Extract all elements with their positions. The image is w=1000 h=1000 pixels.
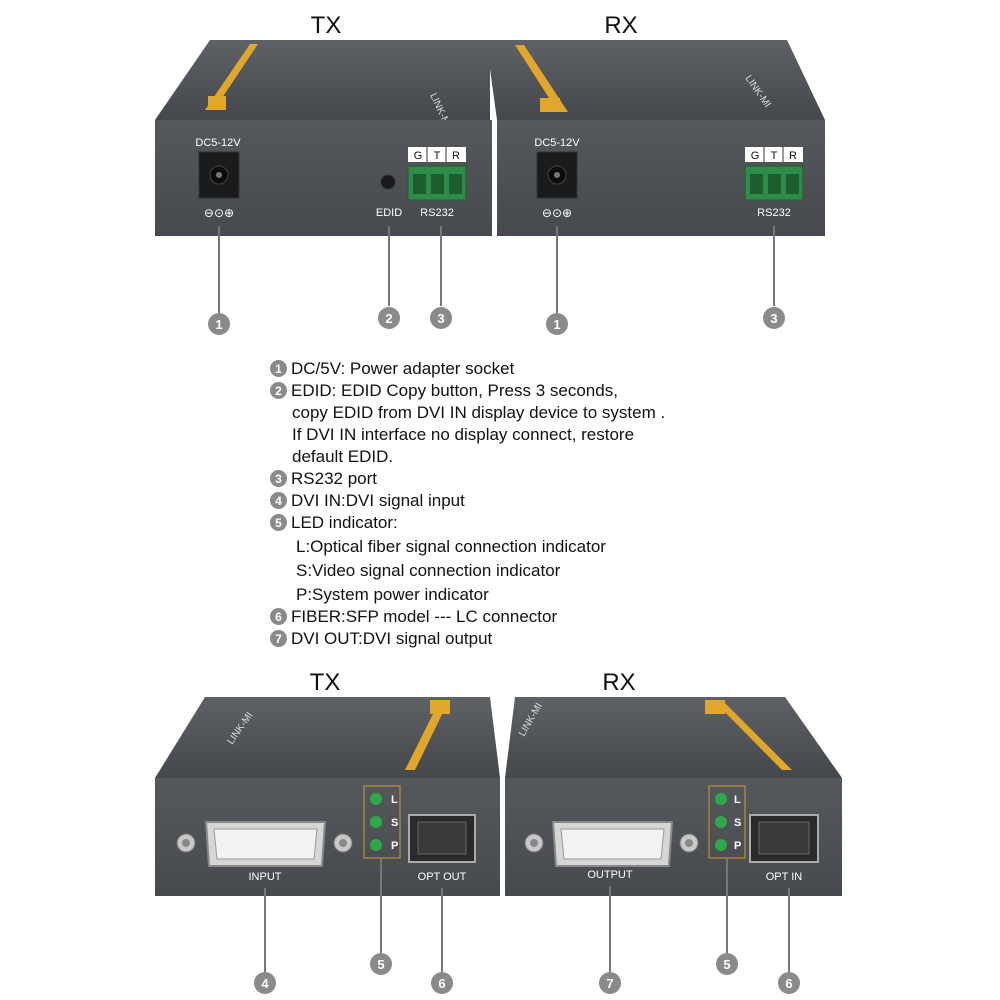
bottom-tx-led-s-label: S (391, 817, 398, 829)
top-callout-2: 2 (385, 311, 392, 326)
legend-line: LED indicator: (291, 513, 398, 532)
legend-line: S:Video signal connection indicator (296, 561, 561, 580)
bottom-tx-led-l-label: L (391, 794, 398, 806)
bottom-tx-unit: LINK-MI INPUT L S P OPT OUT (155, 697, 500, 896)
top-tx-pin-r: R (452, 150, 460, 162)
top-callout-1-tx: 1 (215, 317, 222, 332)
legend-line: EDID: EDID Copy button, Press 3 seconds, (291, 381, 618, 400)
bottom-rx-led-s (715, 816, 727, 828)
top-tx-title: TX (311, 12, 342, 39)
top-rx-power-label: DC5-12V (534, 137, 580, 149)
top-rx-polarity-icon: ⊖⊙⊕ (542, 206, 572, 220)
bottom-tx-dvi-port (176, 821, 353, 867)
legend-line: P:System power indicator (296, 585, 489, 604)
top-tx-polarity-icon: ⊖⊙⊕ (204, 206, 234, 220)
legend-item-3: 3 RS232 port (270, 468, 790, 490)
bottom-rx-output-label: OUTPUT (587, 869, 633, 881)
bottom-leader-lines (264, 858, 790, 972)
legend-line: copy EDID from DVI IN display device to … (292, 403, 666, 422)
bottom-rx-unit: LINK-MI OUTPUT L S P OPT IN (505, 697, 842, 896)
legend-line: DC/5V: Power adapter socket (291, 359, 515, 378)
legend-item-4: 4 DVI IN:DVI signal input (270, 490, 790, 512)
legend-line: FIBER:SFP model --- LC connector (291, 607, 558, 626)
bottom-rx-led-l (715, 793, 727, 805)
bottom-callout-5-tx: 5 (377, 957, 384, 972)
legend-item-6: 6 FIBER:SFP model --- LC connector (270, 606, 790, 628)
top-callouts: 1 2 3 1 3 (208, 307, 785, 335)
top-tx-pin-t: T (434, 150, 441, 162)
bottom-tx-led-p (370, 839, 382, 851)
bottom-tx-opt-out-label: OPT OUT (418, 871, 467, 883)
legend-item-1: 1 DC/5V: Power adapter socket (270, 358, 790, 380)
top-tx-power-label: DC5-12V (195, 137, 241, 149)
legend-line: DVI IN:DVI signal input (291, 491, 465, 510)
bottom-rx-title: RX (602, 669, 635, 696)
top-rx-pin-g: G (751, 150, 760, 162)
top-leader-lines (218, 226, 775, 313)
top-callout-3-rx: 3 (770, 311, 777, 326)
legend-line: DVI OUT:DVI signal output (291, 629, 493, 648)
bottom-rx-led-s-label: S (734, 817, 741, 829)
bottom-tx-input-label: INPUT (249, 871, 282, 883)
bottom-rx-dvi-port (524, 821, 699, 867)
bottom-rx-led-p-label: P (734, 840, 741, 852)
bottom-rx-led-l-label: L (734, 794, 741, 806)
legend-num-7: 7 (270, 630, 287, 647)
top-tx-edid-button (380, 174, 396, 190)
legend-line: default EDID. (292, 447, 394, 466)
bottom-callout-5-rx: 5 (723, 957, 730, 972)
bottom-rx-led-p (715, 839, 727, 851)
top-tx-pin-g: G (414, 150, 423, 162)
legend-num-5: 5 (270, 514, 287, 531)
bottom-callout-4: 4 (261, 976, 269, 991)
top-rx-pin-t: T (771, 150, 778, 162)
top-rx-unit: LINK-MI DC5-12V ⊖⊙⊕ G T R RS232 (486, 40, 825, 236)
top-rx-pin-r: R (789, 150, 797, 162)
top-rx-title: RX (604, 12, 637, 39)
top-tx-unit: LINK-MI DC5-12V ⊖⊙⊕ EDID G T R RS232 (155, 40, 492, 236)
bottom-tx-led-p-label: P (391, 840, 398, 852)
top-callout-3-tx: 3 (437, 311, 444, 326)
top-tx-label-stripe (205, 44, 258, 110)
legend-line: If DVI IN interface no display connect, … (292, 425, 635, 444)
legend-num-3: 3 (270, 470, 287, 487)
legend-num-1: 1 (270, 360, 287, 377)
bottom-tx-title: TX (310, 669, 341, 696)
bottom-callout-7: 7 (606, 976, 613, 991)
top-tx-rs232-label: RS232 (420, 207, 454, 219)
bottom-rx-label-stripe (713, 700, 792, 770)
top-rx-label-stripe (515, 45, 568, 112)
legend: 1 DC/5V: Power adapter socket 2 EDID: ED… (270, 358, 790, 650)
top-rx-power-socket (536, 151, 578, 199)
bottom-callouts: 4 5 6 7 5 6 (254, 953, 800, 994)
bottom-callout-6-tx: 6 (438, 976, 445, 991)
legend-item-2: 2 EDID: EDID Copy button, Press 3 second… (270, 380, 790, 402)
bottom-tx-led-s (370, 816, 382, 828)
legend-num-2: 2 (270, 382, 287, 399)
legend-item-7: 7 DVI OUT:DVI signal output (270, 628, 790, 650)
bottom-rx-opt-in-label: OPT IN (766, 871, 803, 883)
top-rx-rs232-label: RS232 (757, 207, 791, 219)
bottom-callout-6-rx: 6 (785, 976, 792, 991)
top-tx-edid-label: EDID (376, 207, 402, 219)
legend-num-6: 6 (270, 608, 287, 625)
bottom-tx-led-l (370, 793, 382, 805)
bottom-tx-label-stripe (405, 700, 449, 770)
legend-num-4: 4 (270, 492, 287, 509)
legend-line: L:Optical fiber signal connection indica… (296, 537, 606, 556)
legend-item-5: 5 LED indicator: (270, 512, 790, 534)
top-callout-1-rx: 1 (553, 317, 560, 332)
legend-line: RS232 port (291, 469, 377, 488)
